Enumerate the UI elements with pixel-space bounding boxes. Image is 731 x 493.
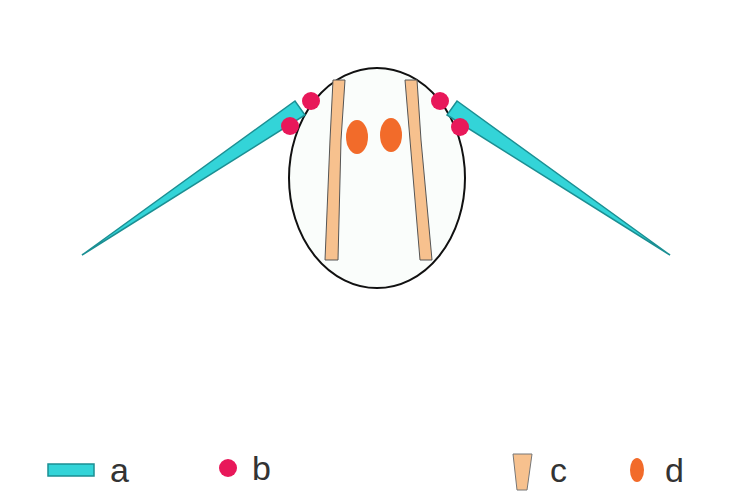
pivot-dot bbox=[302, 92, 320, 110]
legend-swatch bbox=[219, 459, 237, 477]
organ bbox=[346, 120, 368, 154]
body-outline bbox=[289, 68, 465, 288]
legend-label: b bbox=[252, 451, 271, 485]
muscle bbox=[405, 80, 432, 260]
muscle bbox=[325, 80, 345, 260]
pivot-dot bbox=[281, 117, 299, 135]
legend-swatch bbox=[48, 464, 94, 476]
legend-label: a bbox=[110, 453, 129, 487]
pivot-dot bbox=[451, 118, 469, 136]
wing bbox=[82, 101, 305, 255]
legend-swatch bbox=[513, 454, 532, 490]
organ bbox=[380, 118, 402, 152]
legend-swatch bbox=[48, 464, 94, 476]
legend-swatch bbox=[630, 458, 644, 482]
wing bbox=[447, 101, 670, 255]
legend-label: d bbox=[665, 453, 684, 487]
legend-label: c bbox=[550, 453, 567, 487]
pivot-dot bbox=[431, 92, 449, 110]
legend-swatch bbox=[513, 454, 532, 490]
legend-swatch bbox=[219, 459, 237, 477]
legend-swatch bbox=[630, 458, 644, 482]
